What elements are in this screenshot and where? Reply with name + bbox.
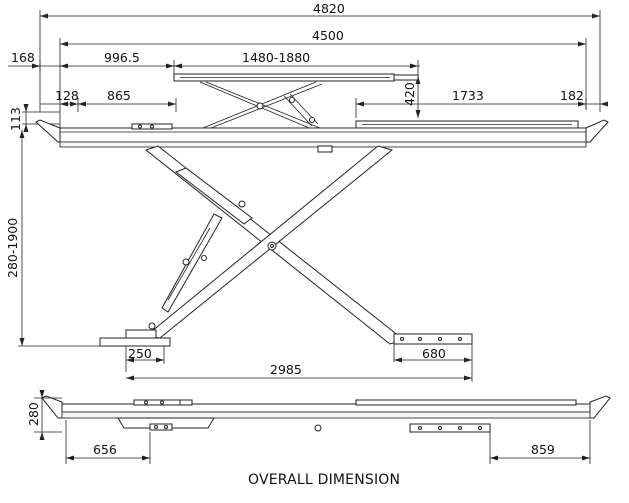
right-offset-label: 182 bbox=[560, 88, 584, 103]
base-distance-label: 2985 bbox=[270, 362, 302, 377]
right-base bbox=[393, 333, 473, 382]
dimension-platform-length: 4500 bbox=[59, 28, 587, 130]
dimension-lowered-offsets: 656 859 bbox=[65, 420, 591, 464]
lowered-right-label: 859 bbox=[531, 442, 555, 457]
dimension-pad-row: 128 865 bbox=[40, 88, 177, 112]
lift-height-label: 280-1900 bbox=[5, 218, 20, 278]
dimension-ramp-height: 420 bbox=[402, 76, 421, 118]
dimension-base-distance: 2985 bbox=[126, 362, 472, 381]
overall-length-label: 4820 bbox=[313, 1, 345, 16]
pad-offset-label: 128 bbox=[55, 88, 79, 103]
lowered-height-label: 280 bbox=[26, 402, 41, 426]
dimension-extension-row: 168 996.5 1480-1880 bbox=[8, 50, 420, 80]
left-base bbox=[99, 329, 171, 372]
platform-thickness-label: 113 bbox=[8, 107, 23, 131]
lowered-view bbox=[41, 395, 611, 433]
scissor-arms bbox=[144, 145, 406, 345]
drawing-caption: OVERALL DIMENSION bbox=[248, 472, 400, 488]
pad-distance-label: 865 bbox=[107, 88, 131, 103]
extension-offset-label: 996.5 bbox=[104, 50, 140, 65]
dimension-overall-length: 4820 bbox=[39, 1, 601, 112]
platform-length-label: 4500 bbox=[312, 28, 344, 43]
extension-range-label: 1480-1880 bbox=[242, 50, 310, 65]
left-base-label: 250 bbox=[128, 346, 152, 361]
main-platform bbox=[35, 119, 609, 153]
left-offset-label: 168 bbox=[11, 50, 35, 65]
ramp-height-label: 420 bbox=[402, 82, 417, 106]
dimension-platform-thickness: 113 bbox=[8, 104, 60, 132]
dimension-lift-height: 280-1900 bbox=[5, 130, 112, 347]
lowered-left-label: 656 bbox=[93, 442, 117, 457]
dimension-lowered-height: 280 bbox=[26, 390, 62, 440]
extension-platform bbox=[173, 73, 419, 131]
dimension-ramp-row: 1733 182 bbox=[355, 88, 608, 118]
ramp-length-label: 1733 bbox=[452, 88, 484, 103]
right-base-label: 680 bbox=[422, 346, 446, 361]
dimension-base-widths: 250 680 bbox=[126, 346, 472, 364]
